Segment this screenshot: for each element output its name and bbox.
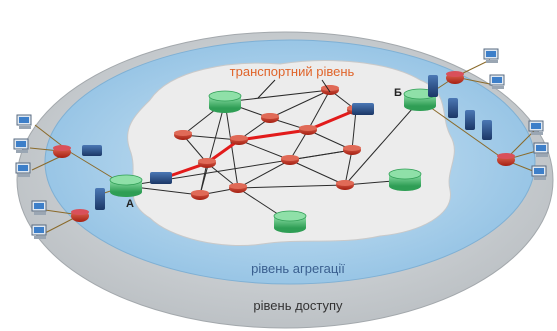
network-link <box>182 134 240 141</box>
switch-icon <box>150 172 172 184</box>
switch-icon <box>82 145 102 156</box>
switch-icon <box>465 110 475 130</box>
router-icon <box>191 190 209 200</box>
aggregation-node-icon <box>109 174 143 197</box>
access-router-icon <box>53 145 71 158</box>
pc-icon <box>531 165 547 180</box>
pc-icon <box>528 120 544 135</box>
aggregation-node-icon <box>208 90 242 113</box>
aggregation-nodes <box>109 88 437 233</box>
aggregation-node-icon <box>273 210 307 233</box>
pc-icon <box>31 200 47 215</box>
pc-icon <box>15 162 31 177</box>
router-icon <box>261 113 279 123</box>
access-level-label: рівень доступу <box>253 298 343 313</box>
switch-icon <box>448 98 458 118</box>
switch-icon <box>95 188 105 210</box>
switch-icon <box>482 120 492 140</box>
router-icon <box>336 180 354 190</box>
label-pointers <box>257 79 331 99</box>
node-a-label: А <box>126 198 134 210</box>
network-link <box>238 139 291 161</box>
router-icon <box>343 145 361 155</box>
network-link <box>224 89 331 103</box>
pc-icon <box>16 114 32 129</box>
router-icon <box>229 183 247 193</box>
network-link <box>344 99 421 186</box>
access-router-icon <box>446 71 464 84</box>
router-icon <box>299 125 317 135</box>
aggregation-node-icon <box>403 88 437 111</box>
pc-icon <box>533 142 549 157</box>
node-b-label: Б <box>394 87 402 99</box>
network-link <box>307 89 331 131</box>
switch-icon <box>428 75 438 97</box>
router-icon <box>230 135 248 145</box>
access-router-icon <box>71 209 89 222</box>
router-icon <box>321 85 339 95</box>
access-router-icon <box>497 153 515 166</box>
network-link <box>344 149 353 186</box>
switches <box>82 75 492 210</box>
core-routers <box>174 85 365 200</box>
transport-level-label: транспортний рівень <box>230 64 355 79</box>
network-link <box>269 89 331 119</box>
router-icon <box>281 155 299 165</box>
pc-icon <box>31 224 47 239</box>
network-link <box>237 184 346 189</box>
pc-icon <box>489 74 505 89</box>
pc-icon <box>483 48 499 63</box>
network-link <box>289 129 309 161</box>
network-link <box>351 109 357 151</box>
access-routers <box>53 71 515 222</box>
router-icon <box>198 158 216 168</box>
switch-icon <box>352 103 374 115</box>
router-icon <box>174 130 192 140</box>
pc-icon <box>13 138 29 153</box>
network-link <box>199 101 226 196</box>
network-link <box>289 159 346 186</box>
user-computers <box>13 48 549 239</box>
aggregation-level-label: рівень агрегації <box>251 261 345 276</box>
network-link <box>237 159 291 189</box>
aggregation-node-icon <box>388 168 422 191</box>
